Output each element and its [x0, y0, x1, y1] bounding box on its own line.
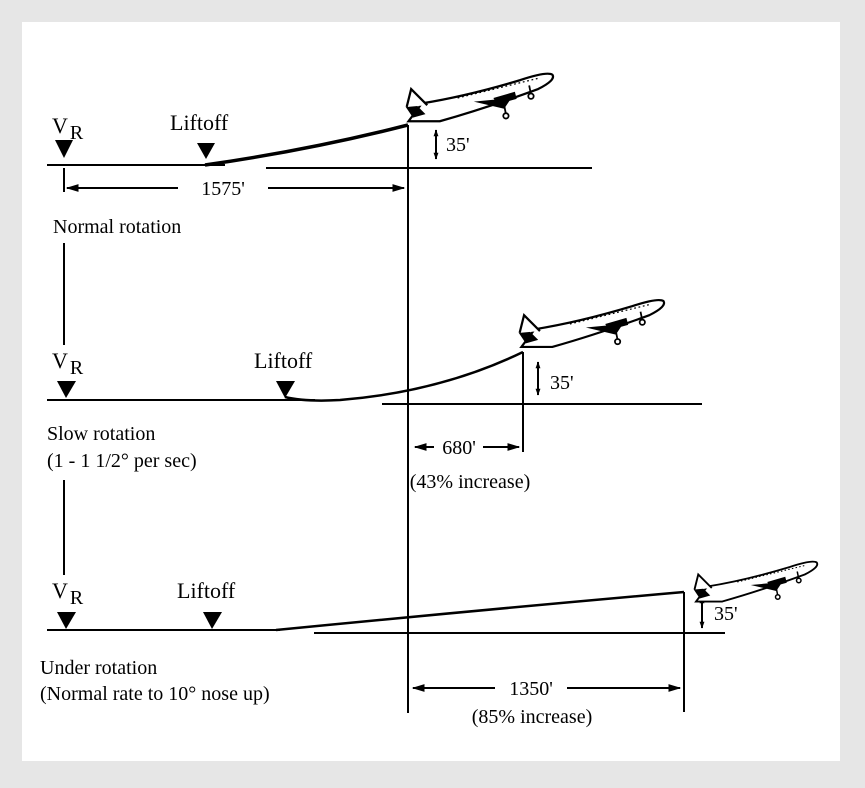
liftoff-marker-icon [197, 143, 215, 159]
height-label: 35' [550, 372, 574, 394]
flight-path [275, 590, 685, 632]
liftoff-label: Liftoff [170, 110, 229, 135]
distance-label: 1575' [201, 178, 245, 200]
airplane-icon [517, 298, 666, 349]
height-label: 35' [446, 134, 470, 156]
distance-label: 1350' [509, 678, 553, 700]
flight-path [204, 123, 409, 167]
scenario-subtitle: (Normal rate to 10° nose up) [40, 683, 270, 705]
airplane-icon [404, 72, 555, 123]
height-label: 35' [714, 603, 738, 625]
scenario-name: Normal rotation [53, 216, 181, 238]
airplane-icon [692, 560, 819, 603]
flight-path [284, 350, 524, 402]
vr-marker-icon [55, 140, 73, 158]
scenario-name: Slow rotation [47, 423, 155, 445]
vr-marker-icon [57, 612, 76, 629]
liftoff-marker-icon [203, 612, 222, 629]
scenario-name: Under rotation [40, 657, 157, 679]
increase-label: (85% increase) [472, 706, 593, 728]
liftoff-label: Liftoff [254, 348, 313, 373]
liftoff-label: Liftoff [177, 578, 236, 603]
liftoff-marker-icon [276, 381, 295, 398]
vr-marker-icon [57, 381, 76, 398]
scenario-subtitle: (1 - 1 1/2° per sec) [47, 450, 197, 472]
increase-label: (43% increase) [410, 471, 531, 493]
distance-label: 680' [442, 437, 476, 459]
